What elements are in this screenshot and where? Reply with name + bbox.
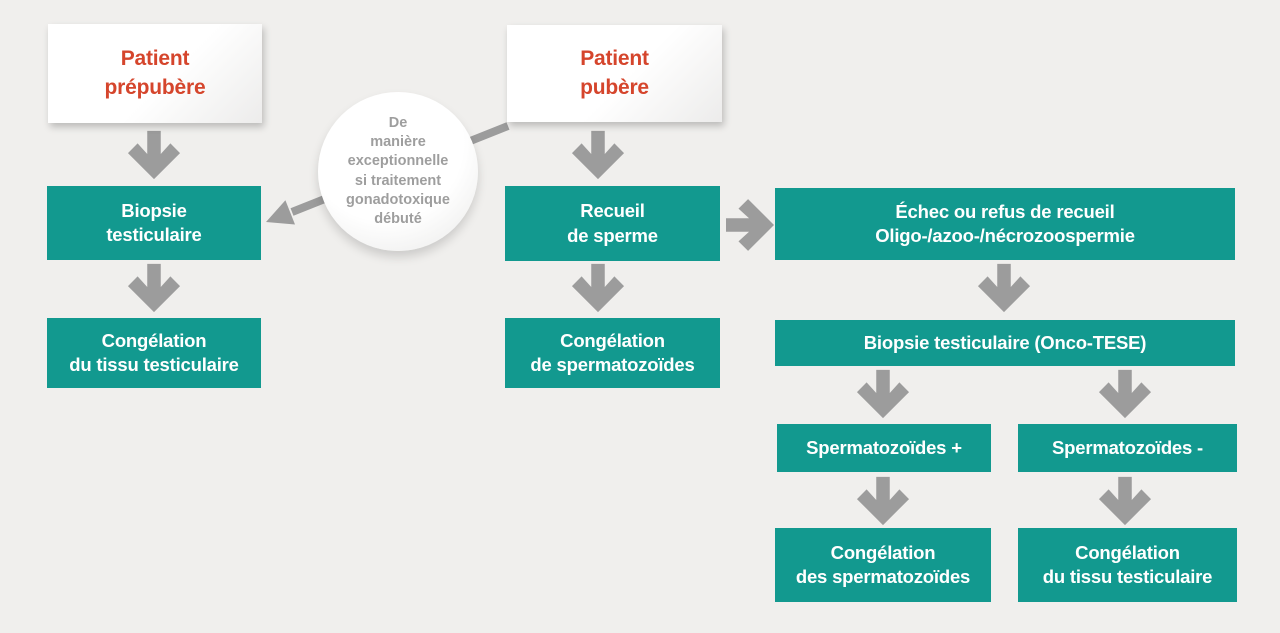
node-onco-tese: Biopsie testiculaire (Onco-TESE) <box>775 320 1235 366</box>
node-label-line: Congélation <box>101 329 207 351</box>
node-label-line: Oligo-/azoo-/nécrozoospermie <box>875 225 1135 246</box>
node-label-line: du tissu testiculaire <box>69 354 239 375</box>
node-label-line: des spermatozoïdes <box>795 566 971 587</box>
note-line: manière <box>370 133 426 150</box>
node-spermatozoides-plus: Spermatozoïdes + <box>777 424 991 472</box>
arrow-down-icon <box>127 130 181 180</box>
node-label-line: prépubère <box>104 75 206 99</box>
node-patient-prepubere: Patient prépubère <box>48 24 262 123</box>
arrow-down-icon <box>1098 476 1152 526</box>
node-spermatozoides-moins: Spermatozoïdes - <box>1018 424 1237 472</box>
node-biopsie-testiculaire: Biopsie testiculaire <box>47 186 261 260</box>
node-label-line: Biopsie <box>121 199 187 221</box>
node-label-line: Échec ou refus de recueil <box>895 200 1115 222</box>
node-label-line: Congélation <box>560 329 665 351</box>
node-label-line: Spermatozoïdes - <box>1052 436 1203 458</box>
arrow-down-icon <box>856 476 910 526</box>
arrow-right-icon <box>726 199 774 251</box>
node-label-line: Recueil <box>580 200 645 222</box>
node-recueil-sperme: Recueil de sperme <box>505 186 720 261</box>
exception-note-circle: De manière exceptionnelle si traitement … <box>318 92 478 251</box>
arrow-down-icon <box>977 263 1031 313</box>
node-label-line: de sperme <box>567 224 658 246</box>
node-label-line: du tissu testiculaire <box>1042 566 1213 587</box>
note-line: si traitement <box>354 172 442 189</box>
node-label-line: Congélation <box>830 541 936 563</box>
node-patient-pubere: Patient pubère <box>507 25 722 122</box>
note-line: débuté <box>374 211 422 228</box>
node-congelation-tissu-droite: Congélation du tissu testiculaire <box>1018 528 1237 602</box>
note-line: De <box>388 114 408 131</box>
node-congelation-des-spermatozoides: Congélation des spermatozoïdes <box>775 528 991 602</box>
node-echec-refus: Échec ou refus de recueil Oligo-/azoo-/n… <box>775 188 1235 260</box>
node-label-line: Spermatozoïdes + <box>806 436 962 458</box>
note-line: gonadotoxique <box>346 191 450 208</box>
node-label-line: Patient <box>120 47 190 71</box>
arrow-down-icon <box>856 369 910 419</box>
node-label-line: Patient <box>580 47 649 71</box>
arrow-down-icon <box>571 130 625 180</box>
arrow-down-icon <box>127 263 181 313</box>
node-congelation-tissu-gauche: Congélation du tissu testiculaire <box>47 318 261 388</box>
node-congelation-spermatozoides-milieu: Congélation de spermatozoïdes <box>505 318 720 388</box>
arrow-down-icon <box>571 263 625 313</box>
arrow-down-icon <box>1098 369 1152 419</box>
node-label-line: testiculaire <box>106 224 202 245</box>
node-label-line: Congélation <box>1075 541 1180 563</box>
node-label-line: Biopsie testiculaire (Onco-TESE) <box>863 331 1147 353</box>
node-label-line: de spermatozoïdes <box>530 354 695 375</box>
note-line: exceptionnelle <box>347 153 449 170</box>
node-label-line: pubère <box>580 75 649 99</box>
